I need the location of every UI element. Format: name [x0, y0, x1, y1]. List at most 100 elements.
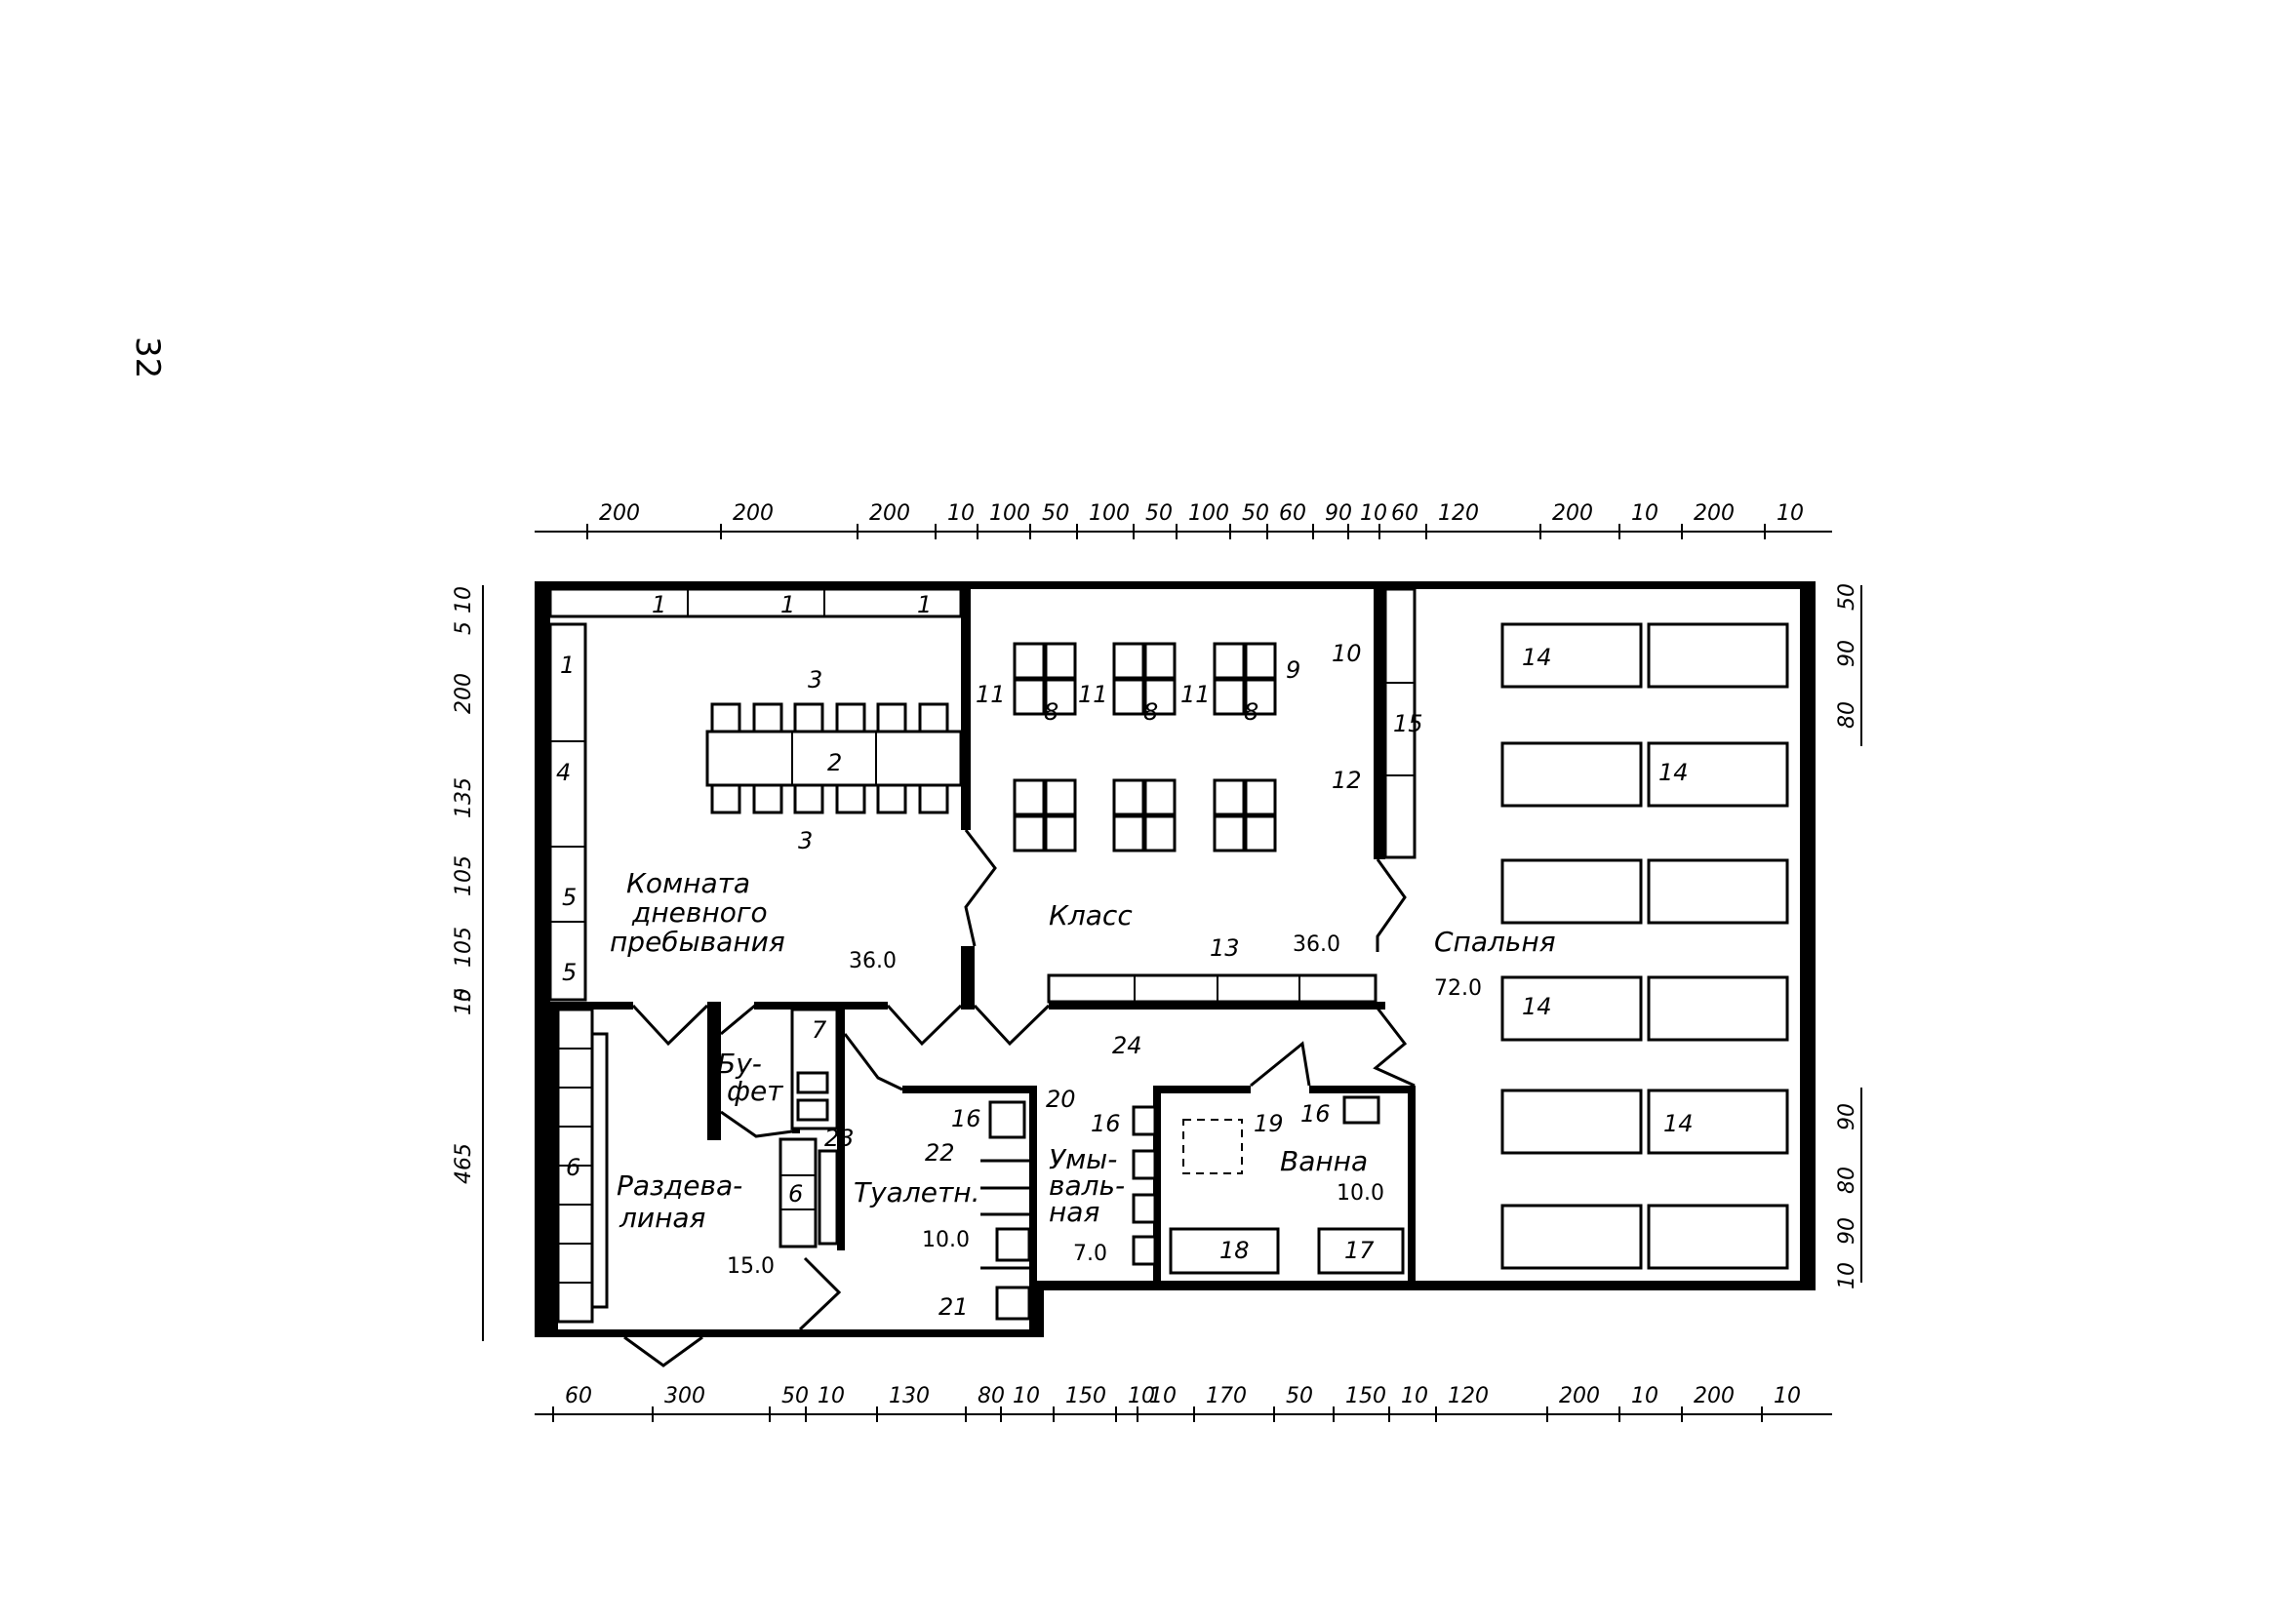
desk-2-0-d	[1244, 678, 1277, 716]
bottom-dim-3: 10	[818, 1384, 845, 1408]
bed-3-left	[1500, 975, 1643, 1042]
left-dim-1: 5	[452, 621, 476, 635]
top-dim-18: 10	[1777, 501, 1804, 526]
bed-3-right	[1647, 975, 1789, 1042]
room-cloakroom-line1: Раздева-	[617, 1169, 742, 1202]
chair-top-3	[835, 702, 866, 733]
top-dim-7: 50	[1145, 501, 1173, 526]
top-dim-16: 10	[1631, 501, 1658, 526]
desk-1-1-d	[1143, 814, 1177, 852]
label-7: 7	[812, 1016, 827, 1044]
label-11b: 11	[1078, 681, 1108, 708]
doors	[623, 829, 1416, 1367]
bed-5-right	[1647, 1204, 1789, 1270]
chair-top-0	[710, 702, 741, 733]
chair-top-5	[918, 702, 949, 733]
label-1a: 1	[652, 591, 666, 618]
desk-1-0-b	[1143, 642, 1177, 680]
label-12: 12	[1332, 767, 1362, 794]
label-15: 15	[1393, 710, 1423, 737]
bottom-dim-14: 120	[1448, 1384, 1489, 1408]
label-6b: 6	[788, 1180, 803, 1208]
label-18: 18	[1219, 1237, 1250, 1264]
bottom-dim-18: 10	[1774, 1384, 1801, 1408]
label-1d: 1	[560, 652, 575, 679]
item-labels: 1 1 1 1 4 5 5 2 3 3 8 8 8 9 10 11 11 11 …	[556, 591, 1694, 1321]
desk-2-0-b	[1244, 642, 1277, 680]
top-dim-15: 200	[1552, 501, 1593, 526]
label-16a: 16	[951, 1105, 981, 1132]
room-class-area: 36.0	[1293, 932, 1340, 957]
label-6a: 6	[566, 1154, 580, 1181]
chair-bottom-4	[876, 783, 907, 814]
page-number: 32	[128, 337, 167, 378]
top-dim-2: 200	[869, 501, 910, 526]
room-cloakroom-area: 15.0	[727, 1254, 775, 1279]
top-dim-9: 50	[1242, 501, 1269, 526]
bed-0-left	[1500, 622, 1643, 689]
room-class-name: Класс	[1049, 899, 1133, 931]
desk-2-1-b	[1244, 778, 1277, 816]
label-5b: 5	[562, 959, 577, 986]
right-dim-3: 90	[1835, 1103, 1859, 1130]
top-dim-3: 10	[947, 501, 975, 526]
label-11c: 11	[1180, 681, 1211, 708]
left-dim-2: 200	[452, 673, 476, 714]
desk-0-0-b	[1044, 642, 1077, 680]
desk-1-0-d	[1143, 678, 1177, 716]
room-labels: Комната дневного пребывания 36.0 Класс 3…	[610, 867, 1556, 1279]
bottom-dim-0: 60	[565, 1384, 592, 1408]
desk-0-1-d	[1044, 814, 1077, 852]
top-dim-4: 100	[989, 501, 1030, 526]
bed-5-left	[1500, 1204, 1643, 1270]
furniture	[548, 587, 1789, 1324]
room-toilet-area: 10.0	[922, 1228, 970, 1252]
right-dim-1: 90	[1835, 640, 1859, 667]
bottom-dim-9: 10	[1149, 1384, 1177, 1408]
room-dayroom-line1: Комната	[626, 867, 750, 899]
bottom-dim-10: 170	[1206, 1384, 1247, 1408]
bottom-dim-16: 10	[1631, 1384, 1658, 1408]
label-16b: 16	[1091, 1110, 1121, 1137]
label-9: 9	[1286, 656, 1300, 684]
desk-0-1-b	[1044, 778, 1077, 816]
room-bedroom-area: 72.0	[1434, 976, 1482, 1001]
top-dim-11: 90	[1325, 501, 1352, 526]
label-1c: 1	[917, 591, 932, 618]
desk-1-0-a	[1112, 642, 1145, 680]
desk-2-0-c	[1213, 678, 1246, 716]
label-8c: 8	[1244, 698, 1258, 726]
right-dim-6: 10	[1835, 1262, 1859, 1289]
label-13: 13	[1210, 934, 1240, 962]
top-dim-1: 200	[733, 501, 774, 526]
room-washroom-area: 7.0	[1073, 1242, 1107, 1266]
desk-1-1-a	[1112, 778, 1145, 816]
bottom-dim-5: 80	[978, 1384, 1005, 1408]
chair-bottom-2	[793, 783, 824, 814]
bottom-dim-4: 130	[889, 1384, 930, 1408]
chair-bottom-3	[835, 783, 866, 814]
label-14c: 14	[1522, 993, 1552, 1020]
bed-4-right	[1647, 1089, 1789, 1155]
bottom-dim-7: 150	[1065, 1384, 1106, 1408]
bed-1-right	[1647, 741, 1789, 808]
label-17: 17	[1344, 1237, 1375, 1264]
label-24: 24	[1112, 1032, 1142, 1059]
room-buffet-line2: фет	[727, 1075, 783, 1107]
desk-0-0-a	[1013, 642, 1046, 680]
room-bedroom-name: Спальня	[1434, 926, 1556, 958]
label-20: 20	[1046, 1086, 1076, 1113]
top-dim-13: 60	[1391, 501, 1418, 526]
label-14b: 14	[1658, 759, 1689, 786]
left-dim-0: 10	[452, 586, 476, 614]
left-dim-5: 105	[452, 927, 476, 968]
bottom-dim-13: 10	[1401, 1384, 1428, 1408]
label-23: 23	[824, 1125, 855, 1152]
left-dim-7: 5	[452, 988, 476, 1002]
chair-top-2	[793, 702, 824, 733]
top-dim-8: 100	[1188, 501, 1229, 526]
right-dim-4: 80	[1835, 1167, 1859, 1194]
right-dim-5: 90	[1835, 1217, 1859, 1245]
